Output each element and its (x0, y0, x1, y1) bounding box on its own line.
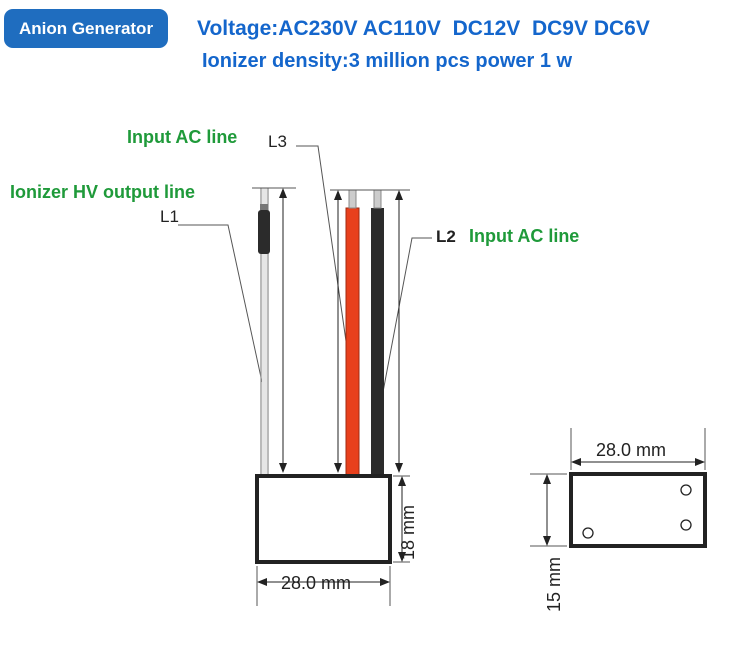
pin-hole (680, 519, 692, 531)
module-front-view (255, 474, 392, 564)
red-wire (345, 207, 360, 477)
input-ac-top-label: Input AC line (127, 127, 238, 147)
front-height-label: 18 mm (398, 504, 418, 560)
red-wire-tip (348, 189, 357, 209)
pin-hole (680, 484, 692, 496)
ionizer-hv-label: Ionizer HV output line (10, 182, 195, 202)
input-ac-right-label: Input AC line (469, 226, 580, 246)
l3-leader-line (296, 145, 348, 349)
l1-label: L1 (160, 207, 179, 226)
top-height-label: 15 mm (544, 556, 564, 612)
front-width-label: 28.0 mm (281, 573, 352, 593)
density-spec: Ionizer density:3 million pcs power 1 w (202, 50, 573, 72)
l1-leader-line (178, 224, 263, 383)
hv-connector (258, 210, 270, 254)
voltage-spec: Voltage:AC230V AC110V DC12V DC9V DC6V (197, 17, 650, 40)
top-width-label: 28.0 mm (596, 440, 667, 460)
black-wire (371, 208, 384, 476)
l2-leader-line (382, 237, 432, 393)
pin-hole (582, 527, 594, 539)
l3-label: L3 (268, 132, 287, 151)
black-wire-tip (373, 189, 382, 209)
product-badge: Anion Generator (4, 9, 168, 48)
l2-label: L2 (436, 227, 456, 246)
